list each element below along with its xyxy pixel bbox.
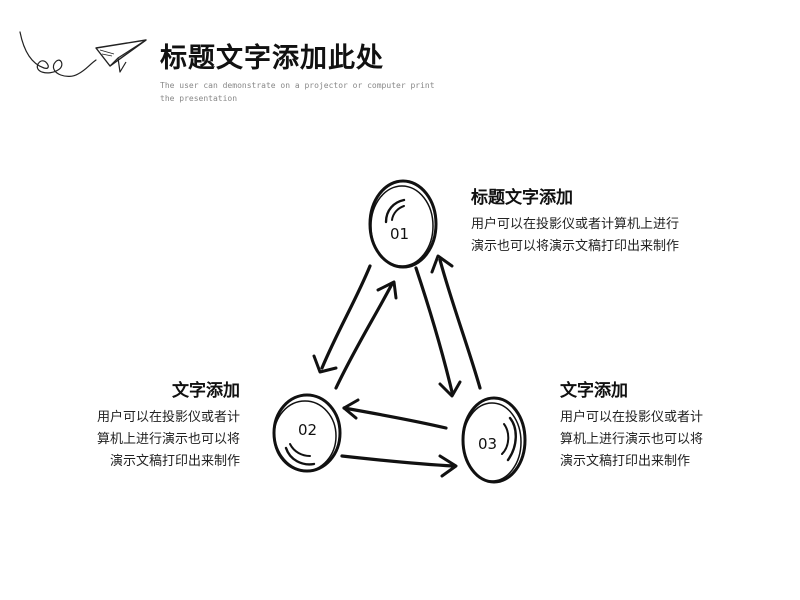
arrow-03-to-02 (342, 398, 448, 430)
arrow-01-to-03 (414, 266, 462, 398)
block-top-body: 用户可以在投影仪或者计算机上进行演示也可以将演示文稿打印出来制作 (471, 217, 680, 254)
curly-trail-icon (19, 31, 97, 77)
page-title: 标题文字添加此处 (160, 43, 384, 74)
text-block-right: 文字添加 用户可以在投影仪或者计算机上进行演示也可以将演示文稿打印出来制作 (560, 376, 720, 473)
node-01: 01 (368, 179, 438, 269)
arrow-02-to-01 (334, 280, 398, 390)
node-01-label: 01 (390, 225, 409, 243)
node-03: 03 (461, 396, 527, 484)
block-left-title: 文字添加 (172, 381, 240, 401)
node-03-label: 03 (478, 435, 497, 453)
block-right-title: 文字添加 (560, 381, 628, 401)
page-subtitle: The user can demonstrate on a projector … (160, 81, 435, 103)
arrow-02-to-03 (340, 454, 458, 478)
block-top-title: 标题文字添加 (471, 188, 573, 208)
arrow-03-to-01 (430, 254, 482, 390)
text-block-left: 文字添加 用户可以在投影仪或者计算机上进行演示也可以将演示文稿打印出来制作 (80, 376, 240, 473)
node-02-label: 02 (298, 421, 317, 439)
paper-plane-icon (19, 31, 147, 77)
arrow-01-to-02 (312, 264, 372, 374)
block-right-body: 用户可以在投影仪或者计算机上进行演示也可以将演示文稿打印出来制作 (560, 410, 704, 469)
node-02: 02 (272, 393, 342, 473)
text-block-top: 标题文字添加 用户可以在投影仪或者计算机上进行演示也可以将演示文稿打印出来制作 (471, 183, 711, 258)
block-left-body: 用户可以在投影仪或者计算机上进行演示也可以将演示文稿打印出来制作 (96, 410, 240, 469)
